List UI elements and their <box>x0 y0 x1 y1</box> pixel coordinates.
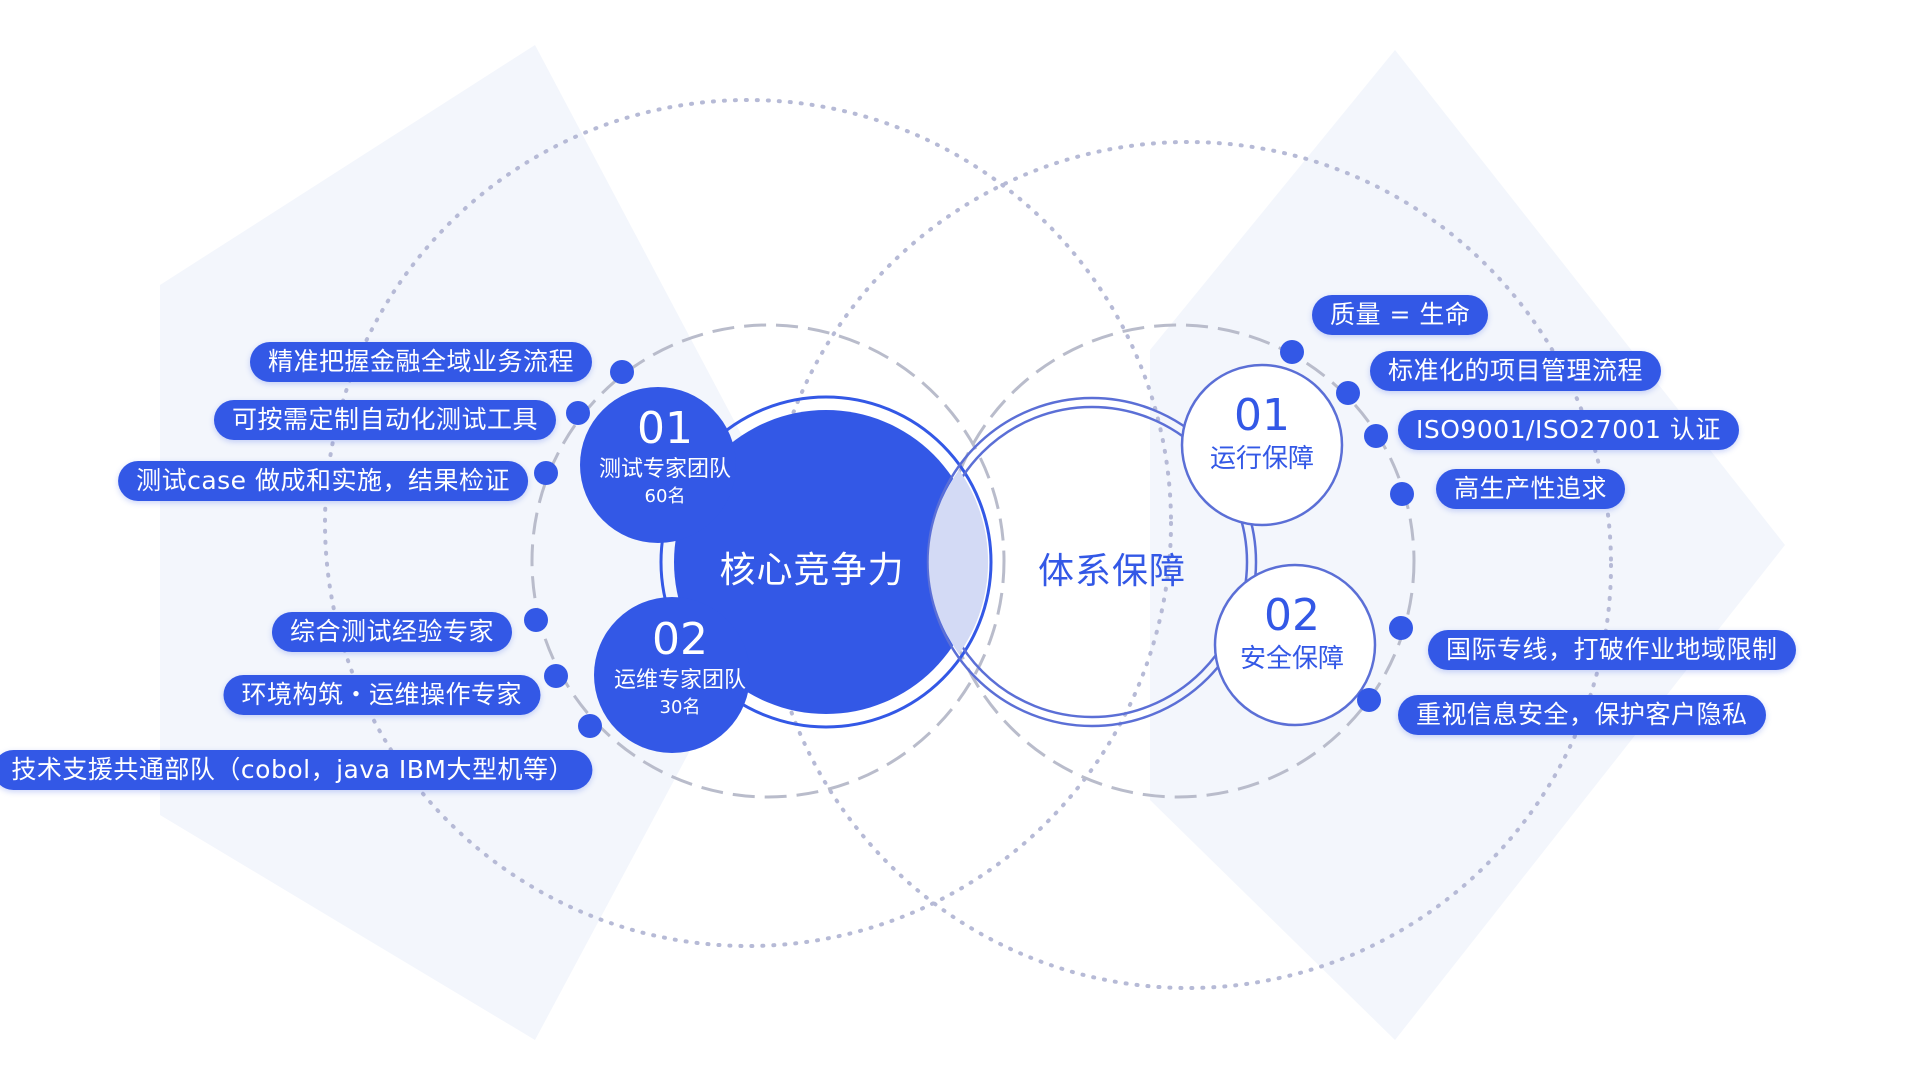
group-01-item-2: 标准化的项目管理流程 <box>1370 351 1662 391</box>
team-01-item-1: 精准把握金融全域业务流程 <box>249 342 592 382</box>
group-02-number: 02 <box>1263 590 1320 641</box>
team-01-circle <box>580 387 736 543</box>
connector-dot <box>610 360 634 384</box>
connector-dot <box>524 608 548 632</box>
team-02-name: 运维专家团队 <box>613 668 747 693</box>
team-01-number: 01 <box>636 403 693 454</box>
group-02-item-1: 国际专线，打破作业地域限制 <box>1428 630 1796 670</box>
connector-dot <box>578 714 602 738</box>
system-title: 体系保障 <box>1037 551 1187 592</box>
group-02-label: 02 安全保障 <box>1240 590 1344 676</box>
group-01-item-3: ISO9001/ISO27001 认证 <box>1398 410 1739 450</box>
group-02-name: 安全保障 <box>1239 644 1345 674</box>
outer-dotted-ring-right <box>763 140 1613 990</box>
group-01-circle[interactable] <box>1180 363 1344 527</box>
team-02-item-3: 技术支援共通部队（cobol，java IBM大型机等） <box>0 750 592 790</box>
group-01-number: 01 <box>1233 390 1290 441</box>
connector-dot <box>1357 688 1381 712</box>
core-circle-outline <box>659 395 993 729</box>
group-01-label: 01 运行保障 <box>1210 390 1314 476</box>
connector-dot <box>534 461 558 485</box>
core-title: 核心竞争力 <box>719 550 905 591</box>
team-02-label: 02 运维专家团队 30名 <box>614 614 746 720</box>
connector-dot <box>1280 340 1304 364</box>
background-shape-right <box>1150 50 1785 1040</box>
team-01-item-3: 测试case 做成和实施，结果检证 <box>118 461 528 501</box>
team-01-name: 测试专家团队 <box>598 457 732 482</box>
group-02-circle[interactable] <box>1213 563 1377 727</box>
team-01-label: 01 测试专家团队 60名 <box>599 403 731 509</box>
team-01-count: 60名 <box>644 486 686 507</box>
group-01-name: 运行保障 <box>1209 444 1315 474</box>
outer-dotted-ring-left <box>323 98 1173 948</box>
system-circle-outer <box>926 396 1258 728</box>
team-02-item-1: 综合测试经验专家 <box>271 612 512 652</box>
background-shape-left <box>160 45 800 1040</box>
team-02-count: 30名 <box>659 697 701 718</box>
core-circle <box>674 410 978 714</box>
connector-dot <box>544 664 568 688</box>
team-02-number: 02 <box>651 614 708 665</box>
team-02-item-2: 环境构筑・运维操作专家 <box>223 675 540 715</box>
group-01-item-4: 高生产性追求 <box>1436 469 1626 509</box>
team-02-circle <box>594 597 750 753</box>
connector-dot <box>1390 482 1414 506</box>
dashed-ring-left <box>530 323 1006 799</box>
connector-dot <box>1364 424 1388 448</box>
connector-dot <box>1336 381 1360 405</box>
connector-dot <box>566 401 590 425</box>
group-01-item-1: 质量 = 生命 <box>1312 295 1489 335</box>
group-02-item-2: 重视信息安全，保护客户隐私 <box>1398 695 1766 735</box>
team-01-item-2: 可按需定制自动化测试工具 <box>213 400 556 440</box>
connector-dot <box>1389 616 1413 640</box>
circle-overlap <box>928 470 989 654</box>
